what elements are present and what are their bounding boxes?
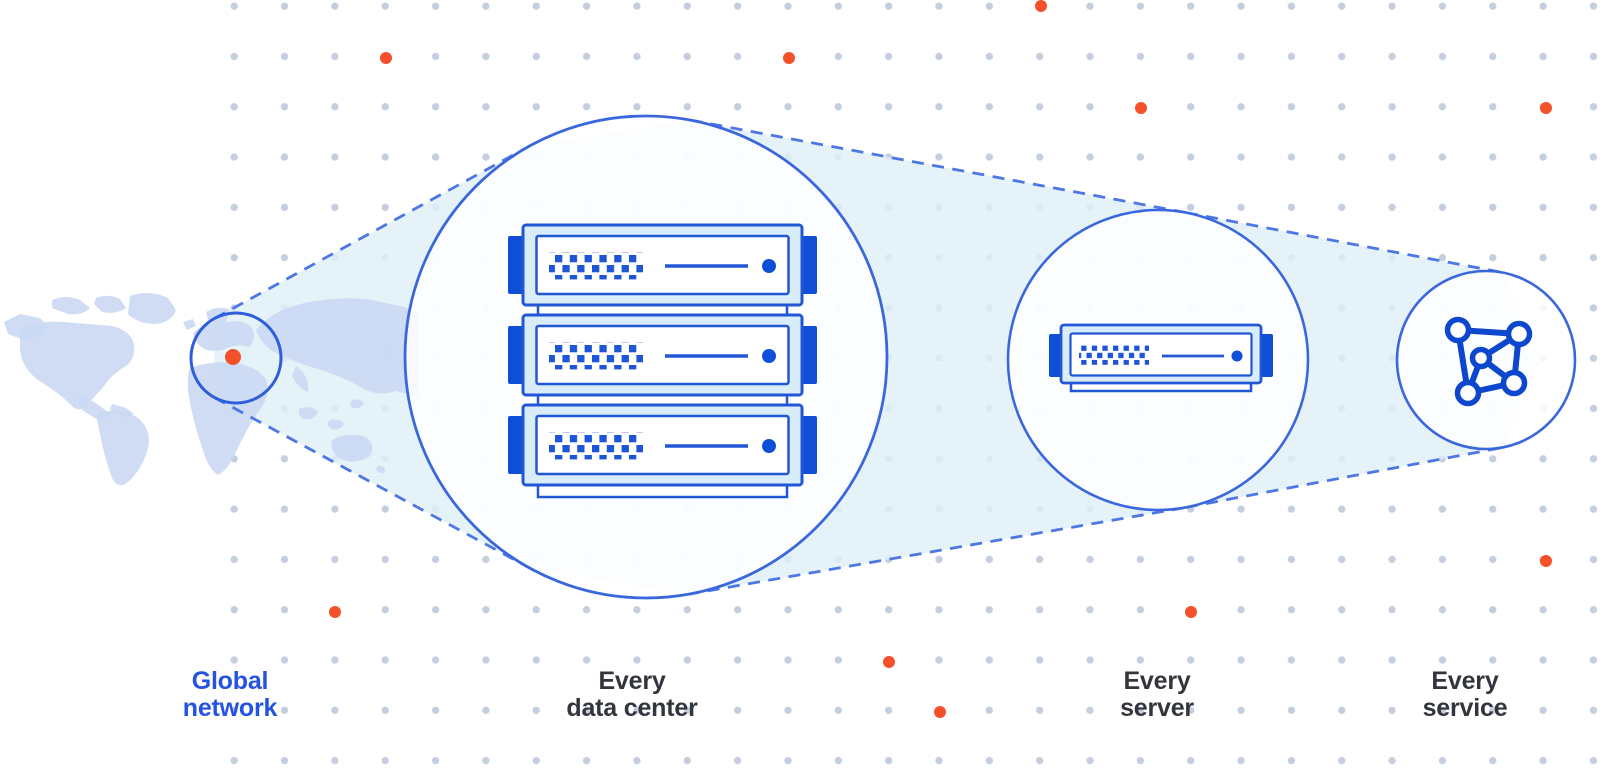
- label-line: network: [182, 694, 278, 722]
- dashed-tangent-lines: [213, 118, 1503, 596]
- label-every-server: Every server: [1120, 668, 1194, 722]
- accent-dot: [329, 606, 341, 618]
- network-mesh-icon: [1444, 316, 1533, 407]
- label-every-data-center: Every data center: [566, 668, 697, 722]
- label-line: Every: [1431, 667, 1499, 695]
- label-line: data center: [566, 694, 698, 722]
- server-icon: [1049, 323, 1273, 393]
- label-line: Every: [1123, 667, 1191, 695]
- label-line: Global: [191, 667, 269, 695]
- accent-dot: [1540, 102, 1552, 114]
- accent-dot: [1135, 102, 1147, 114]
- label-line: service: [1422, 694, 1508, 722]
- accent-dot: [1035, 0, 1047, 12]
- accent-dot: [1185, 606, 1197, 618]
- accent-dot: [783, 52, 795, 64]
- accent-dot: [883, 656, 895, 668]
- world-map-icon: [4, 292, 418, 486]
- accent-dot: [380, 52, 392, 64]
- globe-highlight-circle: [189, 311, 283, 405]
- accent-dot: [934, 706, 946, 718]
- label-line: server: [1120, 694, 1194, 722]
- label-line: Every: [598, 667, 666, 695]
- map-marker-dot: [225, 349, 241, 365]
- label-every-service: Every service: [1423, 668, 1508, 722]
- server-rack-icon: [506, 223, 819, 499]
- label-global-network: Global network: [182, 667, 278, 722]
- accent-dot: [1540, 555, 1552, 567]
